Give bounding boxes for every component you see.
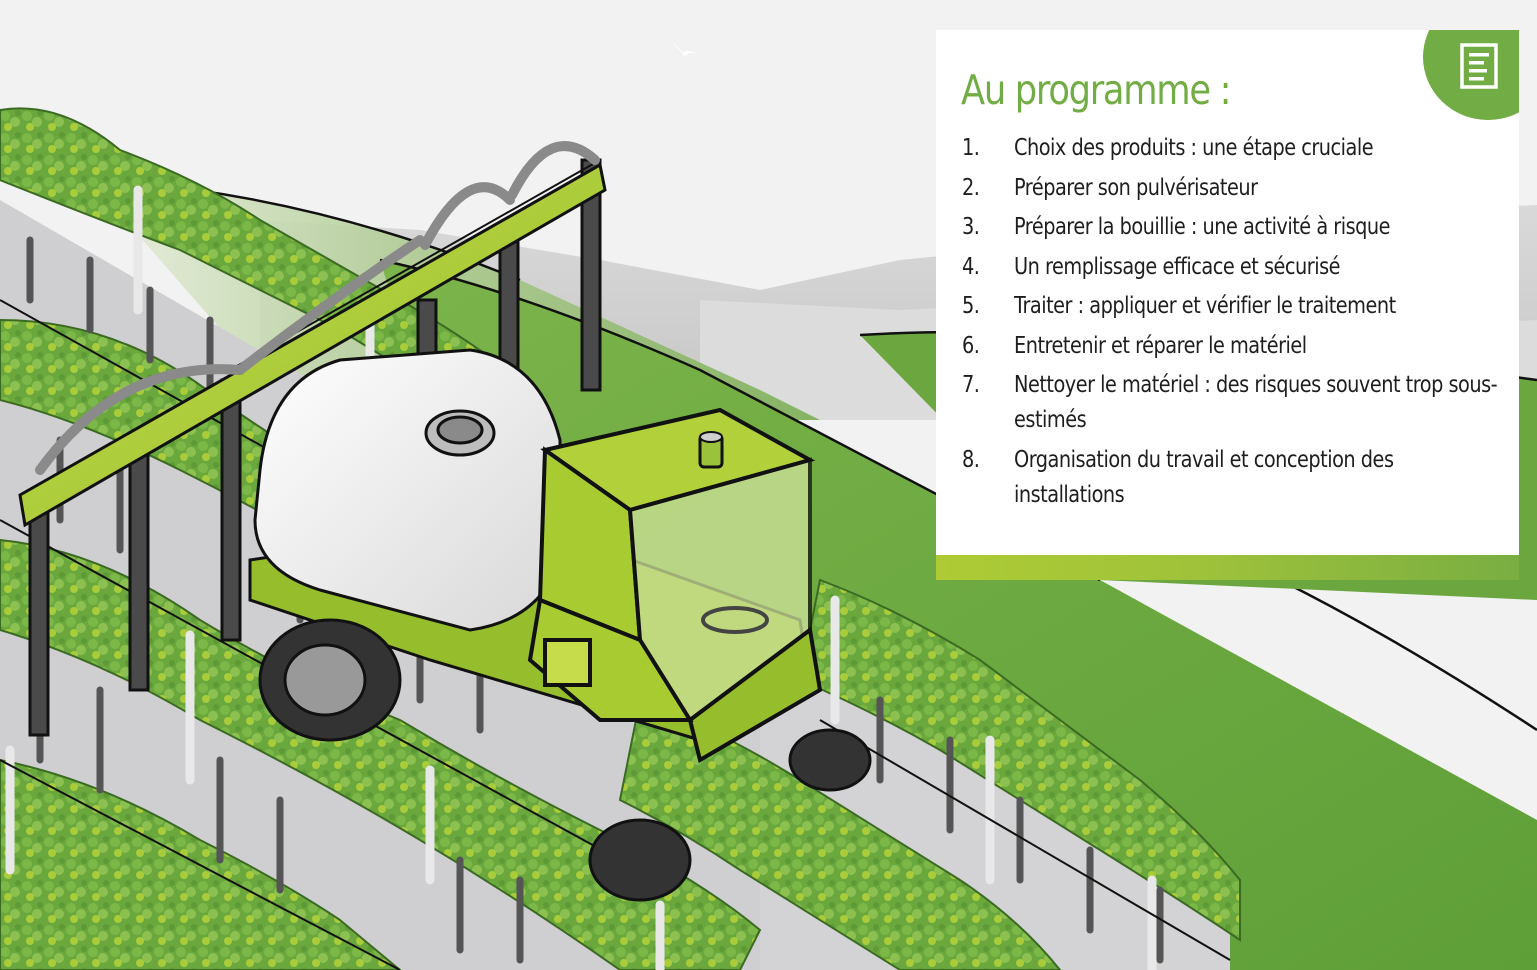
list-item: 6.Entretenir et réparer le matériel [962, 332, 1307, 359]
document-list-icon [1460, 43, 1498, 89]
programme-title: Au programme : [961, 66, 1232, 114]
list-item: 4.Un remplissage efficace et sécurisé [962, 253, 1341, 280]
programme-card: Au programme : 1.Choix des produits : un… [936, 30, 1519, 555]
list-item: 2.Préparer son pulvérisateur [962, 174, 1258, 201]
programme-list: 1.Choix des produits : une étape crucial… [962, 131, 1507, 517]
list-item: 3.Préparer la bouillie : une activité à … [962, 214, 1391, 240]
card-accent-bar [936, 555, 1519, 580]
list-item: 5.Traiter : appliquer et vérifier le tra… [962, 293, 1396, 319]
list-item: 8.Organisation du travail et conception … [962, 446, 1394, 508]
list-item: 1.Choix des produits : une étape crucial… [962, 135, 1374, 161]
list-item: 7.Nettoyer le matériel : des risques sou… [962, 372, 1498, 433]
